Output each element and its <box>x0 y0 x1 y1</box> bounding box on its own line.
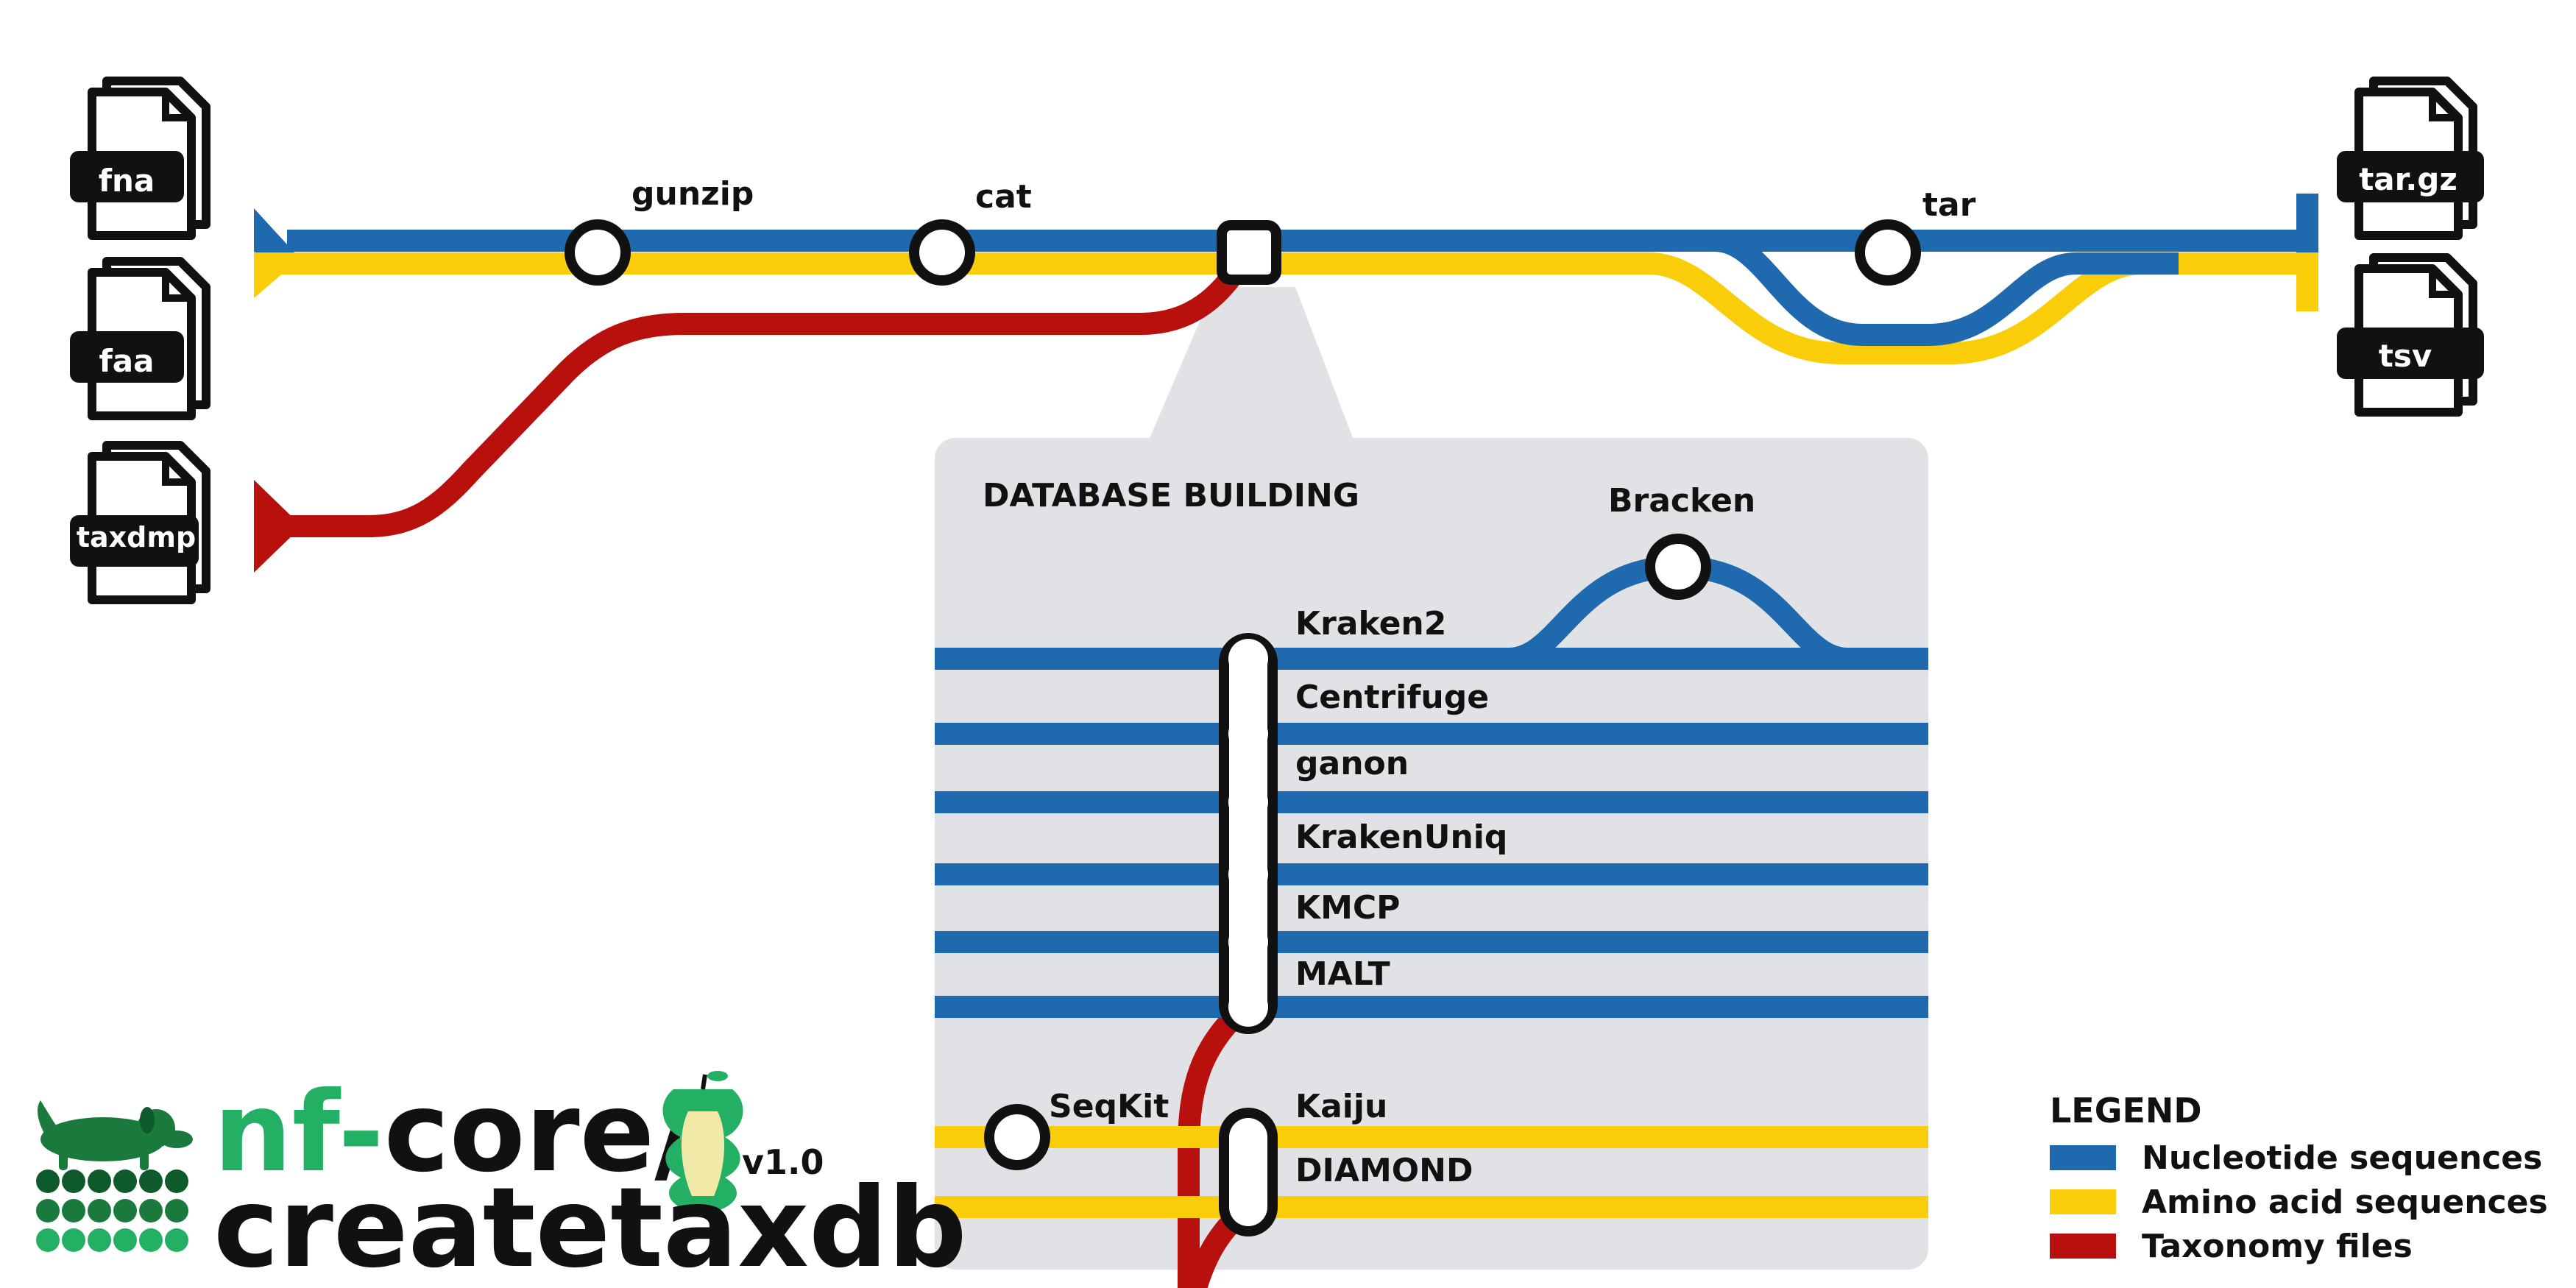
input-file-faa: faa <box>99 343 155 379</box>
cat-station <box>909 219 975 286</box>
input-file-fna: fna <box>99 163 155 199</box>
seqkit-station <box>984 1104 1050 1170</box>
cat-label: cat <box>975 178 1032 216</box>
tool-label-krakenuniq: KrakenUniq <box>1295 818 1507 856</box>
logo-title-line2: createtaxdb <box>213 1164 967 1288</box>
bracken-label: Bracken <box>1608 482 1755 520</box>
gunzip-label: gunzip <box>631 175 754 213</box>
output-file-targz: tar.gz <box>2359 161 2458 197</box>
file-icon <box>2337 77 2484 240</box>
legend-label-nucleotide: Nucleotide sequences <box>2142 1139 2542 1177</box>
database-building-panel <box>935 287 1928 1270</box>
file-icon <box>70 257 210 420</box>
database-building-station <box>1217 220 1281 285</box>
legend-label-amino-acid: Amino acid sequences <box>2142 1183 2548 1221</box>
gunzip-station <box>565 219 631 286</box>
tool-label-kaiju: Kaiju <box>1295 1088 1387 1125</box>
legend-swatch-nucleotide <box>2050 1145 2116 1170</box>
nf-core-logo-mark <box>36 1100 193 1252</box>
file-icon <box>2337 253 2484 417</box>
tool-label-ganon: ganon <box>1295 745 1409 782</box>
tool-label-malt: MALT <box>1295 955 1390 993</box>
main-lines <box>254 194 2318 364</box>
logo-core: core/ <box>384 1069 696 1197</box>
file-icon <box>70 77 210 240</box>
tool-label-centrifuge: Centrifuge <box>1295 679 1489 716</box>
bracken-station <box>1645 534 1711 600</box>
aminoacid-tool-stack <box>1219 1108 1278 1236</box>
legend-swatch-amino-acid <box>2050 1189 2116 1214</box>
output-file-tsv: tsv <box>2379 338 2432 374</box>
stacked-strands-icon <box>36 1170 188 1252</box>
panel-lines <box>935 555 1928 1218</box>
seqkit-label: SeqKit <box>1049 1088 1169 1125</box>
apple-core-icon <box>662 1071 743 1211</box>
tar-label: tar <box>1922 186 1976 224</box>
dachshund-icon <box>38 1100 193 1170</box>
nucleotide-tool-stack <box>1219 633 1278 1034</box>
legend-label-taxonomy: Taxonomy files <box>2142 1228 2413 1265</box>
tar-station <box>1855 219 1921 286</box>
logo-prefix: nf- <box>213 1069 384 1197</box>
tool-label-kmcp: KMCP <box>1295 889 1400 927</box>
legend-title: LEGEND <box>2050 1091 2202 1130</box>
logo-version: v1.0 <box>742 1142 824 1182</box>
logo-title-line1: nf-core/ <box>213 1069 695 1197</box>
input-file-taxdmp: taxdmp <box>77 521 196 553</box>
legend: LEGEND Nucleotide sequences Amino acid s… <box>2050 1091 2548 1265</box>
panel-title: DATABASE BUILDING <box>983 477 1359 514</box>
tool-label-diamond: DIAMOND <box>1295 1152 1473 1189</box>
stations <box>565 219 1921 1170</box>
file-icon <box>70 441 210 604</box>
tool-label-kraken2: Kraken2 <box>1295 605 1446 643</box>
legend-swatch-taxonomy <box>2050 1234 2116 1259</box>
